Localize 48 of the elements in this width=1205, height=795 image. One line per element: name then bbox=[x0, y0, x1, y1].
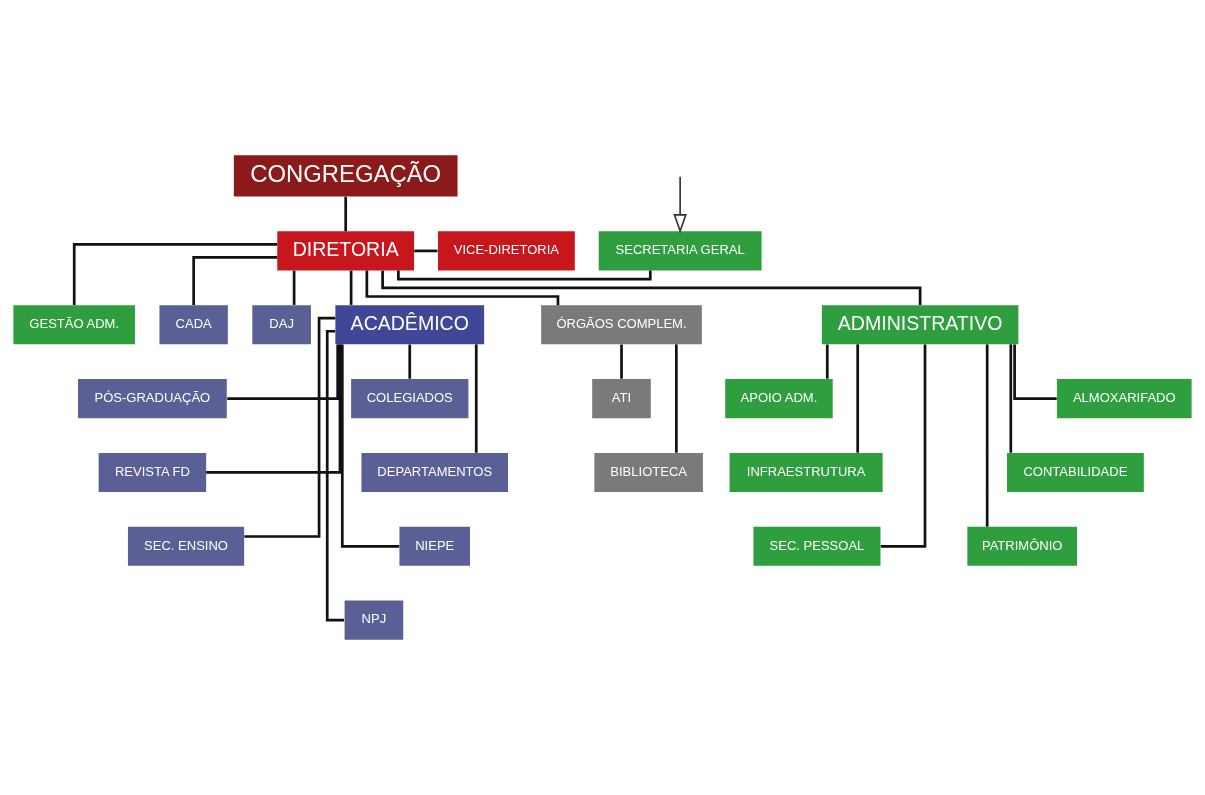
node-box: ALMOXARIFADO bbox=[1056, 379, 1192, 419]
connector bbox=[365, 270, 560, 306]
connector bbox=[292, 270, 296, 305]
node-box: PÓS-GRADUAÇÃO bbox=[78, 379, 227, 419]
connector bbox=[880, 344, 927, 548]
node-box: ADMINISTRATIVO bbox=[821, 305, 1019, 345]
node-box: INFRAESTRUTURA bbox=[729, 452, 883, 492]
connector bbox=[408, 344, 412, 379]
node-box: VICE-DIRETORIA bbox=[438, 231, 575, 271]
connector bbox=[620, 344, 623, 379]
connector bbox=[675, 344, 678, 453]
node-box: APOIO ADM. bbox=[725, 379, 833, 419]
connector bbox=[340, 344, 400, 548]
node-box: CADA bbox=[159, 305, 228, 345]
node-box: DAJ bbox=[252, 305, 311, 345]
node-box: DEPARTAMENTOS bbox=[361, 452, 509, 492]
connector bbox=[825, 344, 829, 379]
node-box: SEC. PESSOAL bbox=[753, 526, 881, 566]
node-box: SECRETARIA GERAL bbox=[598, 231, 762, 271]
connector bbox=[72, 243, 278, 305]
node-box: GESTÃO ADM. bbox=[13, 305, 135, 345]
connector bbox=[414, 249, 438, 253]
connector bbox=[474, 344, 478, 453]
connector bbox=[856, 344, 860, 453]
connector bbox=[985, 344, 989, 527]
connector bbox=[1009, 344, 1013, 453]
node-box: BIBLIOTECA bbox=[594, 452, 703, 492]
node-box: ÓRGÃOS COMPLEM. bbox=[541, 305, 702, 345]
connector bbox=[397, 270, 652, 281]
node-box: REVISTA FD bbox=[98, 452, 207, 492]
node-box: NIEPE bbox=[399, 526, 470, 566]
node-box: DIRETORIA bbox=[277, 231, 415, 271]
node-box: NPJ bbox=[344, 600, 404, 640]
node-box: ACADÊMICO bbox=[335, 305, 485, 345]
connector bbox=[206, 344, 342, 474]
arrow bbox=[673, 176, 687, 234]
connector bbox=[1013, 344, 1057, 400]
node-box: PATRIMÔNIO bbox=[967, 526, 1078, 566]
node-box: CONGREGAÇÃO bbox=[233, 155, 458, 197]
node-box: CONTABILIDADE bbox=[1007, 452, 1144, 492]
connector bbox=[349, 270, 353, 305]
connector bbox=[244, 316, 336, 538]
node-box: ATI bbox=[592, 379, 651, 419]
connector bbox=[344, 196, 348, 232]
node-box: COLEGIADOS bbox=[351, 379, 469, 419]
node-box: SEC. ENSINO bbox=[127, 526, 245, 566]
connector bbox=[227, 344, 340, 400]
connector bbox=[192, 256, 278, 305]
